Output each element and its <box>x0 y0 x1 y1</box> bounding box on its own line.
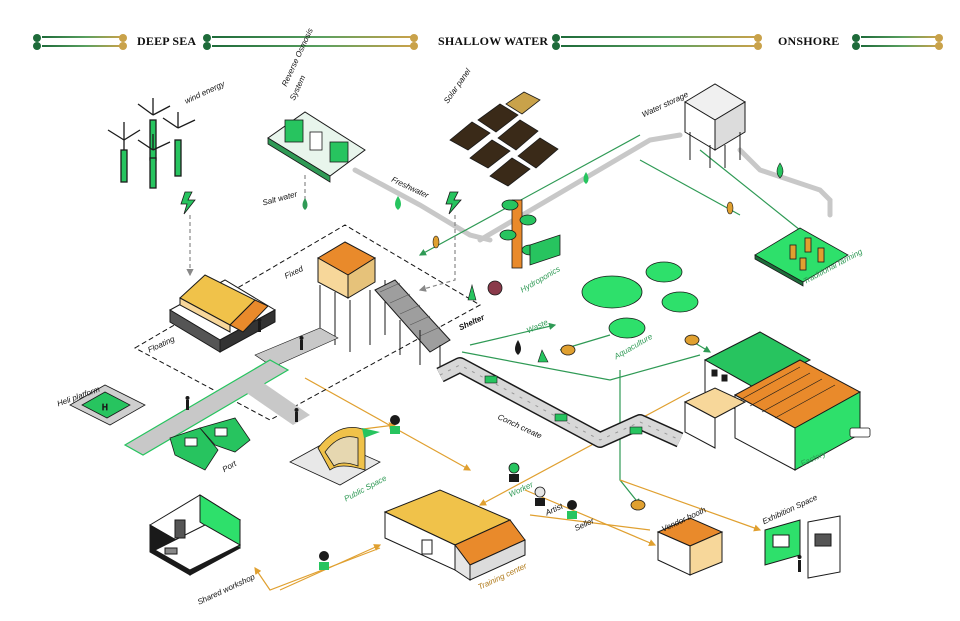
water-storage-icon <box>684 83 746 168</box>
car-icon <box>849 427 871 438</box>
artist-avatar <box>534 486 546 506</box>
green-flows <box>418 134 801 506</box>
walkways <box>123 327 339 456</box>
water-drop-icon <box>395 196 401 210</box>
svg-text:H: H <box>102 403 108 412</box>
orange-flows <box>254 377 762 591</box>
shared-workshop-building <box>149 494 242 576</box>
factory-building <box>683 331 862 471</box>
zone-label-onshore: ONSHORE <box>778 34 840 48</box>
ribbon-shallow-right <box>552 34 762 50</box>
zone-label-shallow-water: SHALLOW WATER <box>438 34 549 48</box>
ribbon-onshore <box>852 34 943 50</box>
energy-flows <box>186 175 456 292</box>
water-drop-icon <box>583 172 589 184</box>
lightning-icon <box>180 191 196 215</box>
conch-icon <box>684 334 700 346</box>
zone-label-deep-sea: DEEP SEA <box>137 34 197 48</box>
hydroponics-tower-icon <box>499 199 561 269</box>
conveyor-belt <box>436 357 684 448</box>
worker-avatar <box>508 462 520 482</box>
people-figures <box>185 318 802 572</box>
conch-icon <box>630 499 646 511</box>
pipes <box>352 132 833 243</box>
header-ribbons <box>33 34 943 50</box>
heli-platform-icon: H <box>69 384 146 426</box>
seller-avatar <box>567 500 577 519</box>
aquaculture-pools <box>581 261 699 339</box>
public-space-icon <box>289 426 381 486</box>
conch-icon <box>560 344 576 356</box>
wheat-icon <box>432 235 440 249</box>
ribbon-deep-sea <box>33 34 127 50</box>
worker-avatar <box>319 551 329 570</box>
ribbon-shallow-left <box>203 34 418 50</box>
boats-icon <box>169 417 251 471</box>
fruit-icon <box>487 280 503 296</box>
wheat-icon <box>726 201 734 215</box>
training-center-building <box>383 489 526 581</box>
green-pennant-icon <box>362 428 380 438</box>
waste-drop-icon <box>515 340 521 355</box>
wind-turbines-icon <box>107 98 196 189</box>
plant-icon <box>537 349 549 363</box>
plant-icon <box>467 283 477 301</box>
water-drop-icon <box>776 162 784 179</box>
vendor-booth-building <box>656 517 724 576</box>
solar-panels-icon <box>449 91 559 187</box>
exhibition-space-panels <box>764 515 841 579</box>
floating-shelter-building <box>168 274 277 353</box>
lightning-icon <box>445 191 462 215</box>
traditional-farming-icon <box>754 227 849 287</box>
visitor-avatar <box>390 415 400 434</box>
reverse-osmosis-system-icon <box>267 111 366 183</box>
fixed-shelter-building <box>317 241 451 370</box>
water-drop-icon <box>302 198 308 210</box>
